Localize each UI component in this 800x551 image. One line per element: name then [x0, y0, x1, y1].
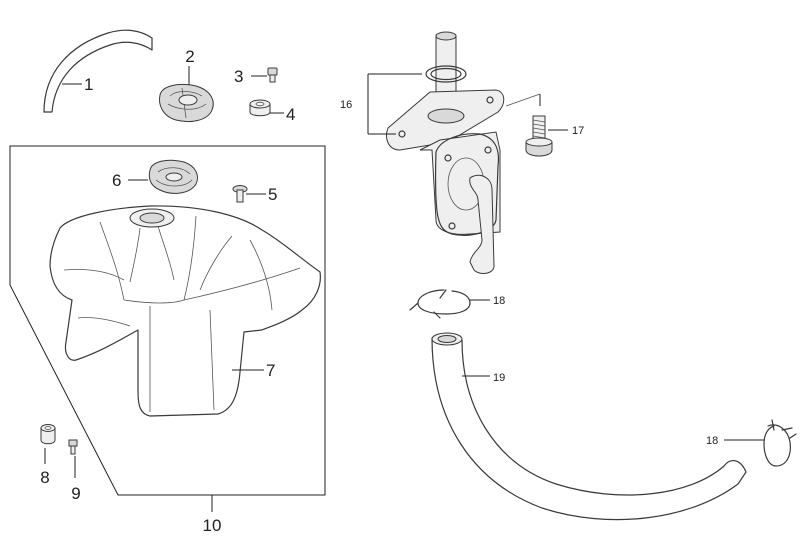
callout-16: 16 [340, 99, 352, 111]
fuel-valve [386, 31, 505, 274]
callout-8: 8 [40, 468, 49, 487]
callout-2: 2 [185, 47, 194, 66]
callout-4: 4 [286, 105, 295, 124]
callout-6: 6 [112, 171, 121, 190]
callout-17: 17 [572, 125, 584, 137]
callout-18a: 18 [493, 295, 505, 307]
fuel-cap [159, 83, 214, 123]
fuel-hose [431, 332, 747, 521]
callout-5: 5 [268, 185, 277, 204]
cap-screw [267, 67, 278, 83]
fuel-tank [49, 205, 321, 417]
hose-clamp-lower [763, 419, 797, 467]
callout-7: 7 [266, 361, 275, 380]
cap-bolt [232, 185, 248, 203]
tank-bolt [68, 439, 78, 455]
cap-gasket [148, 159, 198, 194]
callout-1: 1 [84, 75, 93, 94]
valve-bolt [525, 115, 553, 157]
assembly-line [505, 93, 541, 107]
tank-collar [40, 424, 56, 445]
callout-9: 9 [71, 484, 80, 503]
callout-19: 19 [493, 372, 505, 384]
assembly-outline [9, 145, 326, 496]
hose-clamp-upper [409, 289, 471, 319]
breather-hose [43, 29, 153, 113]
cap-collar [249, 99, 271, 117]
callout-10: 10 [203, 516, 222, 535]
callout-3: 3 [234, 67, 243, 86]
callout-18b: 18 [706, 435, 718, 447]
